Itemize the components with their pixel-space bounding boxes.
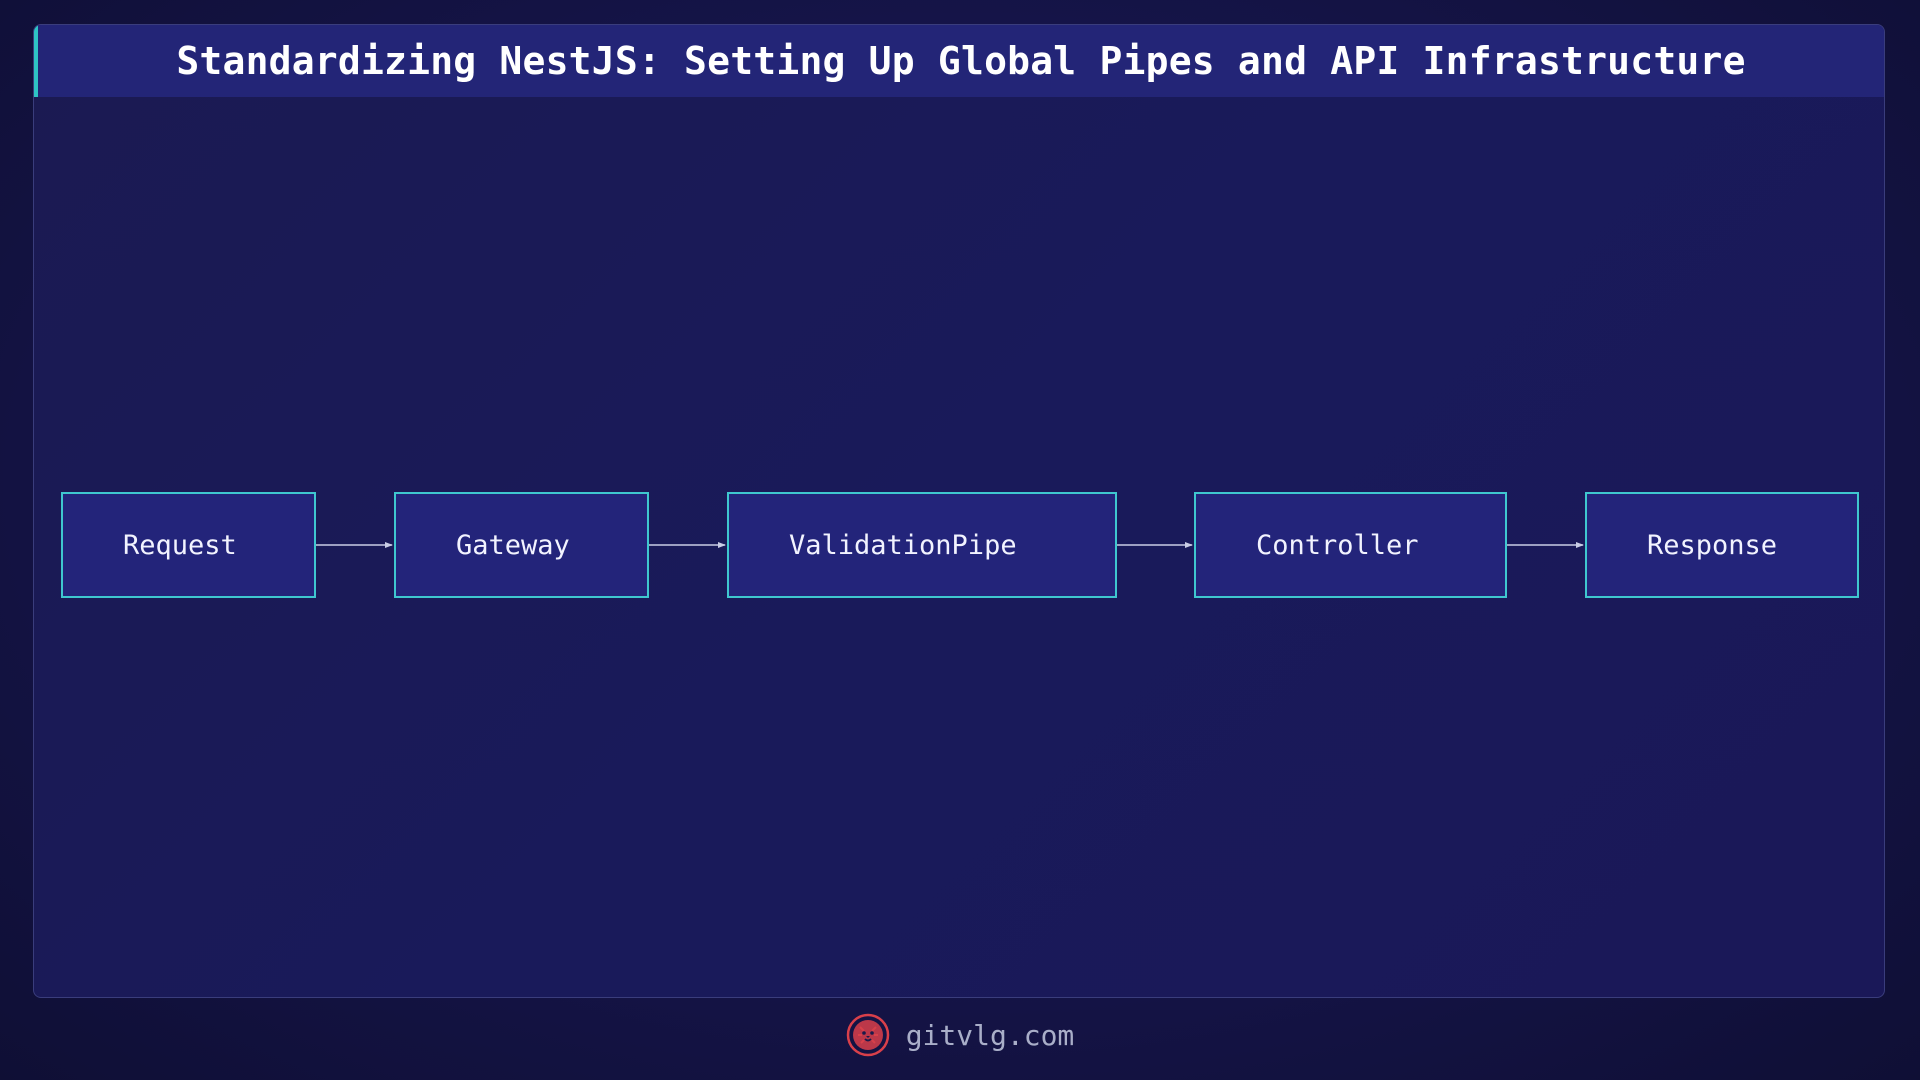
node-gateway-label: Gateway [456, 529, 570, 561]
footer: gitvlg.com [0, 1012, 1920, 1058]
diagram-title: Standardizing NestJS: Setting Up Global … [176, 39, 1746, 83]
node-controller: Controller [1194, 492, 1507, 598]
node-validationpipe: ValidationPipe [727, 492, 1117, 598]
lion-head-icon [846, 1013, 889, 1057]
footer-site-link[interactable]: gitvlg.com [905, 1018, 1075, 1052]
node-controller-label: Controller [1256, 529, 1419, 561]
node-gateway: Gateway [394, 492, 649, 598]
node-request-label: Request [123, 529, 237, 561]
node-request: Request [61, 492, 316, 598]
node-response-label: Response [1647, 529, 1778, 561]
node-validationpipe-label: ValidationPipe [789, 529, 1017, 561]
node-response: Response [1585, 492, 1859, 598]
diagram-frame: Standardizing NestJS: Setting Up Global … [33, 24, 1885, 998]
title-bar: Standardizing NestJS: Setting Up Global … [34, 25, 1884, 97]
